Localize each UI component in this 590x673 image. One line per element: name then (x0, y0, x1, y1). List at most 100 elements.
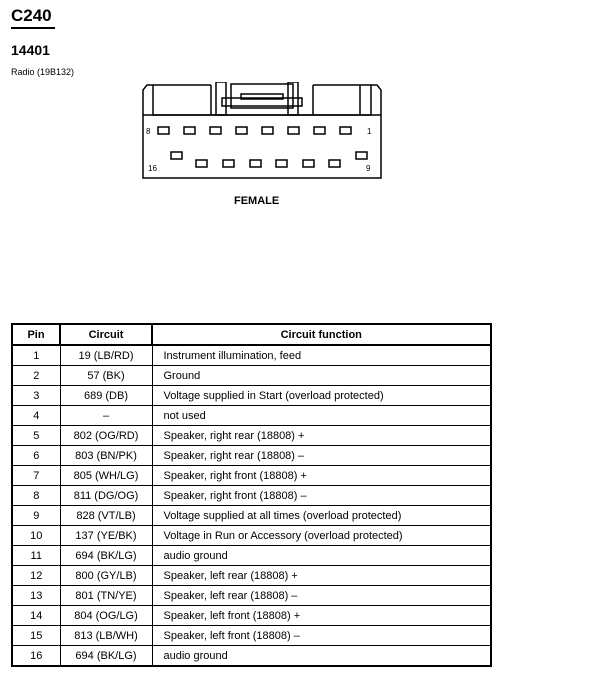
circuit-function-cell: Speaker, right rear (18808) – (151, 445, 491, 466)
pin-cavity-1 (339, 126, 352, 135)
pin-cavity-9 (355, 151, 368, 160)
pin-label-top-left: 8 (146, 127, 151, 136)
pin-cavities-top-row (157, 126, 352, 135)
circuit-function-cell: Speaker, left rear (18808) + (151, 565, 491, 586)
circuit-cell: 19 (LB/RD) (59, 344, 153, 366)
pin-cavity-3 (287, 126, 300, 135)
connector-id: C240 (11, 6, 52, 25)
pin-cell: 2 (11, 365, 61, 386)
pin-cavity-10 (328, 159, 341, 168)
pin-cavity-5 (235, 126, 248, 135)
circuit-function-cell: Ground (151, 365, 491, 386)
connector-body (142, 84, 382, 179)
circuit-cell: 694 (BK/LG) (59, 545, 153, 566)
circuit-cell: 811 (DG/OG) (59, 485, 153, 506)
pin-label-bottom-right: 9 (366, 164, 371, 173)
pin-cell: 7 (11, 465, 61, 486)
circuit-cell: 805 (WH/LG) (59, 465, 153, 486)
circuit-function-cell: Speaker, left front (18808) – (151, 625, 491, 646)
pin-cavity-7 (183, 126, 196, 135)
circuit-cell: 802 (OG/RD) (59, 425, 153, 446)
pin-cavity-2 (313, 126, 326, 135)
circuit-function-cell: Speaker, left rear (18808) – (151, 585, 491, 606)
pin-cavity-14 (222, 159, 235, 168)
table-row: 4–not used (11, 405, 491, 426)
circuit-cell: 689 (DB) (59, 385, 153, 406)
column-header-pin: Pin (11, 323, 61, 346)
pin-cell: 6 (11, 445, 61, 466)
pin-cell: 10 (11, 525, 61, 546)
pin-label-bottom-left: 16 (148, 164, 157, 173)
circuit-cell: 57 (BK) (59, 365, 153, 386)
circuit-cell: 800 (GY/LB) (59, 565, 153, 586)
pin-cell: 13 (11, 585, 61, 606)
pin-cavity-6 (209, 126, 222, 135)
pin-cell: 16 (11, 645, 61, 667)
pin-cavity-13 (249, 159, 262, 168)
circuit-cell: 801 (TN/YE) (59, 585, 153, 606)
pin-cell: 11 (11, 545, 61, 566)
circuit-function-cell: audio ground (151, 545, 491, 566)
pin-cell: 14 (11, 605, 61, 626)
circuit-function-cell: Speaker, left front (18808) + (151, 605, 491, 626)
pin-cell: 12 (11, 565, 61, 586)
pin-label-top-right: 1 (367, 127, 372, 136)
connector-gender-label: FEMALE (234, 195, 280, 207)
part-number: 14401 (11, 42, 50, 58)
circuit-function-cell: Voltage supplied at all times (overload … (151, 505, 491, 526)
pin-cavities-bottom-row (170, 151, 368, 168)
component-description: Radio (19B132) (11, 67, 75, 77)
circuit-function-cell: not used (151, 405, 491, 426)
circuit-cell: 803 (BN/PK) (59, 445, 153, 466)
circuit-cell: 137 (YE/BK) (59, 525, 153, 546)
circuit-cell: 804 (OG/LG) (59, 605, 153, 626)
circuit-function-cell: Voltage supplied in Start (overload prot… (151, 385, 491, 406)
circuit-function-cell: Speaker, right front (18808) – (151, 485, 491, 506)
pin-cell: 5 (11, 425, 61, 446)
pin-cavity-4 (261, 126, 274, 135)
pin-cell: 3 (11, 385, 61, 406)
column-header-circuit: Circuit (59, 323, 153, 346)
connector-face-diagram: 8 1 16 9 (142, 82, 382, 179)
pin-cavity-8 (157, 126, 170, 135)
column-header-circuit-function: Circuit function (151, 323, 492, 346)
connector-latch (215, 82, 303, 116)
pin-cavity-15 (195, 159, 208, 168)
circuit-cell: 813 (LB/WH) (59, 625, 153, 646)
title-underline (11, 27, 55, 29)
circuit-cell: – (59, 405, 153, 426)
pin-cell: 8 (11, 485, 61, 506)
pin-cell: 15 (11, 625, 61, 646)
circuit-function-cell: Speaker, right front (18808) + (151, 465, 491, 486)
pin-cell: 4 (11, 405, 61, 426)
pin-cavity-12 (275, 159, 288, 168)
circuit-function-cell: Instrument illumination, feed (151, 344, 491, 366)
circuit-function-cell: audio ground (151, 645, 491, 667)
table-header-row: Pin Circuit Circuit function (11, 323, 492, 346)
pin-cavity-11 (302, 159, 315, 168)
pin-cell: 1 (11, 344, 61, 366)
circuit-function-cell: Speaker, right rear (18808) + (151, 425, 491, 446)
circuit-cell: 828 (VT/LB) (59, 505, 153, 526)
circuit-function-cell: Voltage in Run or Accessory (overload pr… (151, 525, 491, 546)
circuit-cell: 694 (BK/LG) (59, 645, 153, 667)
pin-cavity-16 (170, 151, 183, 160)
pin-cell: 9 (11, 505, 61, 526)
